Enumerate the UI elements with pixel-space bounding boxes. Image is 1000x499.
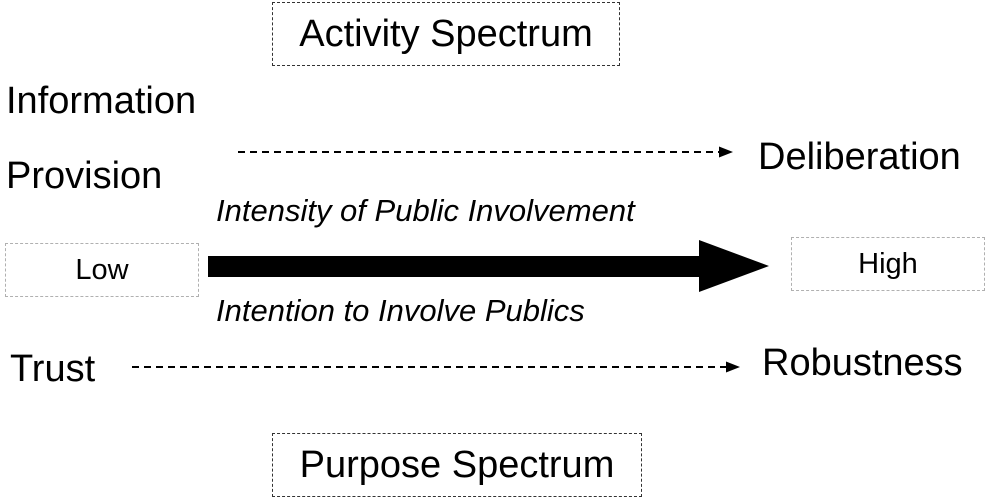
purpose-start: Trust — [10, 348, 96, 390]
purpose-dashed-arrow — [132, 361, 740, 373]
purpose-spectrum-title-box: Purpose Spectrum — [272, 433, 642, 497]
high-box: High — [791, 237, 985, 291]
purpose-end: Robustness — [762, 342, 963, 384]
activity-start-line1: Information — [6, 80, 197, 122]
activity-end: Deliberation — [758, 136, 961, 178]
activity-spectrum-title-box: Activity Spectrum — [272, 2, 620, 66]
low-label: Low — [75, 253, 129, 286]
low-box: Low — [5, 243, 199, 297]
intensity-thick-arrow — [208, 240, 769, 292]
activity-start-line2: Provision — [6, 155, 163, 197]
high-label: High — [858, 247, 918, 280]
intensity-label-top: Intensity of Public Involvement — [216, 193, 635, 228]
purpose-spectrum-title: Purpose Spectrum — [299, 444, 615, 486]
activity-spectrum-title: Activity Spectrum — [299, 13, 593, 55]
intensity-label-bottom: Intention to Involve Publics — [216, 293, 585, 328]
activity-dashed-arrow — [238, 146, 733, 158]
